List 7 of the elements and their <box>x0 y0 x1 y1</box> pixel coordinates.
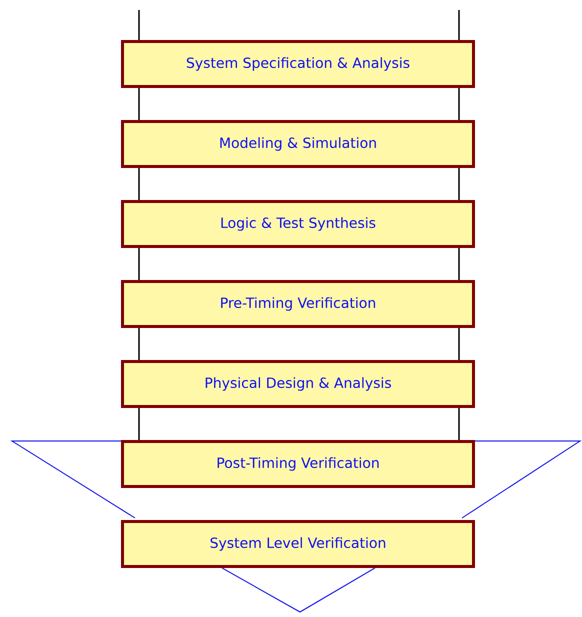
process-box: Physical Design & Analysis <box>121 360 475 408</box>
process-box: System Specification & Analysis <box>121 40 475 88</box>
process-box: Modeling & Simulation <box>121 120 475 168</box>
process-box: Pre-Timing Verification <box>121 280 475 328</box>
process-box: Logic & Test Synthesis <box>121 200 475 248</box>
process-box: System Level Verification <box>121 520 475 568</box>
process-box: Post-Timing Verification <box>121 440 475 488</box>
